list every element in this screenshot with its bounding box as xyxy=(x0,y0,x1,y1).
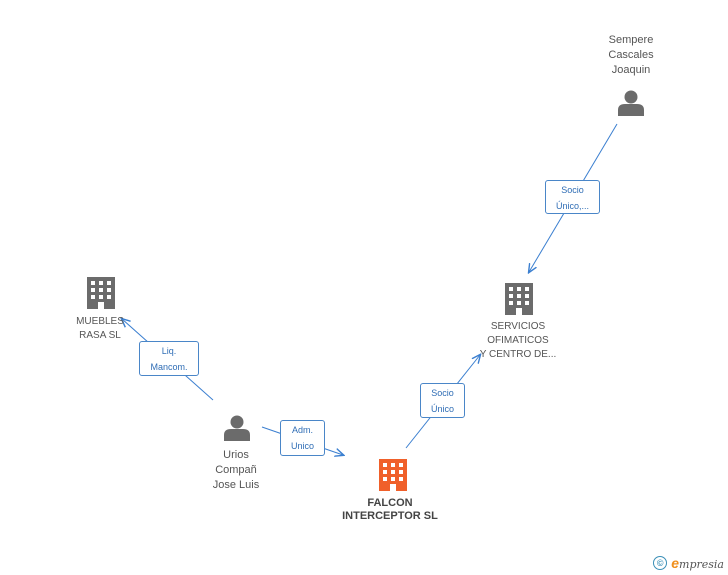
edge-label-falcon-servicios[interactable]: Socio Único xyxy=(420,383,465,418)
copyright-icon: © xyxy=(653,556,668,570)
node-label-sempere[interactable]: Sempere Cascales Joaquin xyxy=(608,34,654,76)
person-icon[interactable] xyxy=(224,415,250,442)
node-label-servicios[interactable]: SERVICIOS OFIMATICOS Y CENTRO DE... xyxy=(479,321,557,360)
brand-rest: mpresia xyxy=(679,558,724,571)
node-label-urios[interactable]: Urios Compañ Jose Luis xyxy=(212,449,260,491)
building-icon[interactable] xyxy=(505,283,533,315)
node-label-falcon[interactable]: FALCON INTERCEPTOR SL xyxy=(342,497,438,522)
empresia-watermark: © empresia xyxy=(653,555,724,571)
edge-label-urios-muebles[interactable]: Liq. Mancom. xyxy=(139,341,199,376)
empresia-logo: empresia xyxy=(671,555,724,571)
edge-label-sempere-servicios[interactable]: Socio Único,... xyxy=(545,180,600,214)
person-icon[interactable] xyxy=(618,90,644,117)
brand-initial: e xyxy=(671,555,680,571)
building-icon[interactable] xyxy=(87,277,115,309)
node-label-muebles[interactable]: MUEBLES RASA SL xyxy=(76,316,124,341)
building-icon[interactable] xyxy=(379,459,407,491)
edge-label-urios-falcon[interactable]: Adm. Unico xyxy=(280,420,325,456)
